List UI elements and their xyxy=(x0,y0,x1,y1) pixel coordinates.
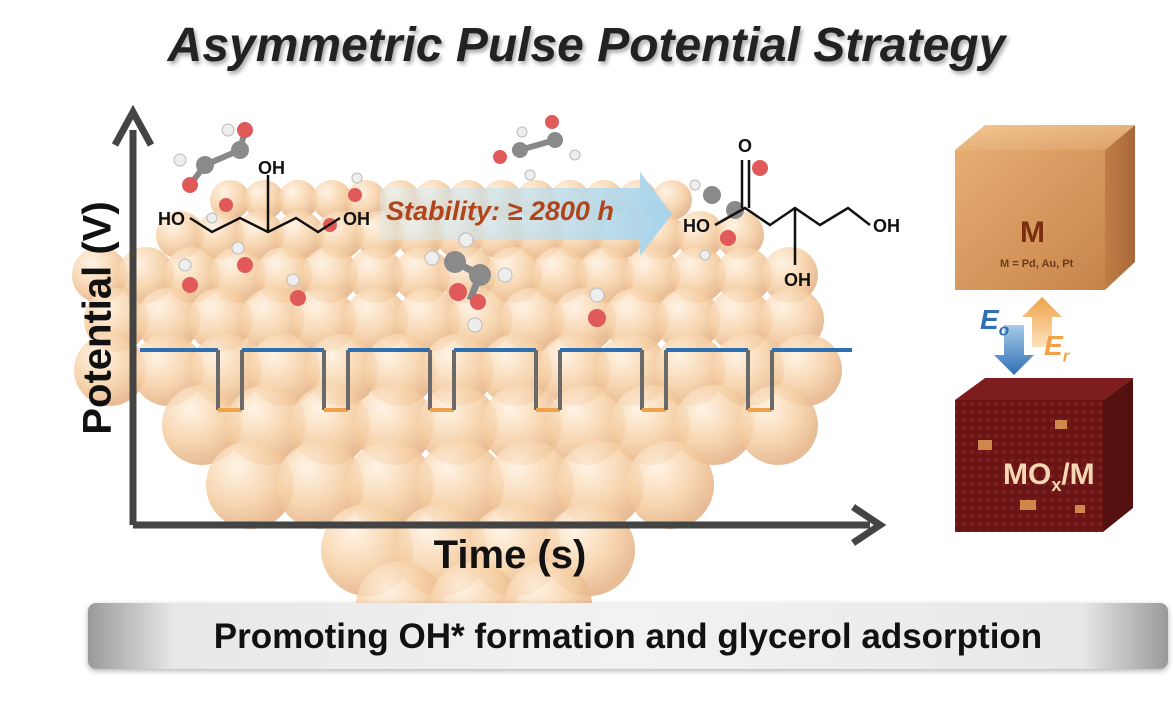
reactant-ho-left: HO xyxy=(158,209,185,229)
eo-subscript: o xyxy=(998,320,1010,340)
x-axis-label: Time (s) xyxy=(433,533,587,577)
atom-sphere xyxy=(762,247,818,303)
pulse-waveform xyxy=(140,348,852,412)
stability-label: Stability: ≥ 2800 h xyxy=(386,196,614,226)
reduction-potential-label: Er xyxy=(1044,330,1069,367)
atom-sphere xyxy=(276,441,364,529)
atom-sphere xyxy=(532,247,588,303)
metal-cube xyxy=(955,125,1135,290)
stability-arrow xyxy=(380,172,672,256)
atom-sphere xyxy=(738,385,818,465)
atom-sphere xyxy=(302,247,358,303)
oxide-cube xyxy=(955,378,1133,532)
atom-sphere xyxy=(164,247,220,303)
y-axis-label: Potential (V) xyxy=(75,201,120,435)
axes xyxy=(111,104,887,546)
water-molecules xyxy=(178,172,606,327)
atom-sphere xyxy=(626,441,714,529)
product-oh-right: OH xyxy=(873,216,900,236)
product-ho-left: HO xyxy=(683,216,710,236)
page-title: Asymmetric Pulse Potential Strategy xyxy=(167,19,1006,72)
reactant-oh-right: OH xyxy=(343,209,370,229)
atom-sphere xyxy=(716,247,772,303)
atom-sphere xyxy=(244,180,284,220)
molecule-model-top xyxy=(493,115,581,181)
atom-sphere xyxy=(716,211,764,259)
atom-sphere xyxy=(674,385,754,465)
molecule-model-center xyxy=(424,232,513,333)
oxide-label-subscript: x xyxy=(1051,475,1062,495)
atom-sphere xyxy=(74,334,146,406)
glycerol-structure xyxy=(189,175,341,234)
atom-sphere xyxy=(676,211,724,259)
atom-sphere xyxy=(396,288,460,352)
oxidation-arrow xyxy=(994,325,1034,375)
summary-banner: Promoting OH* formation and glycerol ads… xyxy=(88,603,1168,669)
atom-sphere xyxy=(162,385,242,465)
er-subscript: r xyxy=(1062,346,1070,366)
atom-sphere xyxy=(136,288,200,352)
atom-sphere xyxy=(312,180,352,220)
banner-text: Promoting OH* formation and glycerol ads… xyxy=(213,617,1043,656)
reduction-arrow xyxy=(1022,297,1062,347)
oxidation-potential-label: Eo xyxy=(980,304,1009,341)
atom-sphere xyxy=(348,247,404,303)
eo-letter: E xyxy=(980,304,999,335)
product-o-top: O xyxy=(738,136,753,156)
product-oh-bottom: OH xyxy=(784,270,811,290)
molecule-model-left xyxy=(173,122,253,224)
atom-sphere xyxy=(578,247,634,303)
atom-sphere xyxy=(278,180,318,220)
glyceric-acid-structure xyxy=(714,160,871,265)
er-letter: E xyxy=(1044,330,1063,361)
atom-surface xyxy=(72,180,842,649)
atom-sphere xyxy=(206,441,294,529)
atom-sphere xyxy=(656,288,720,352)
atom-sphere xyxy=(604,288,668,352)
metal-cube-sublabel: M = Pd, Au, Pt xyxy=(1000,258,1074,270)
reactant-oh-top: OH xyxy=(258,158,285,178)
oxide-label-suffix: /M xyxy=(1061,458,1095,491)
oxide-cube-label: MOx/M xyxy=(1003,458,1095,496)
molecule-model-right xyxy=(689,160,768,261)
metal-cube-label: M xyxy=(1020,216,1045,249)
oxide-label-main: MO xyxy=(1003,458,1052,491)
